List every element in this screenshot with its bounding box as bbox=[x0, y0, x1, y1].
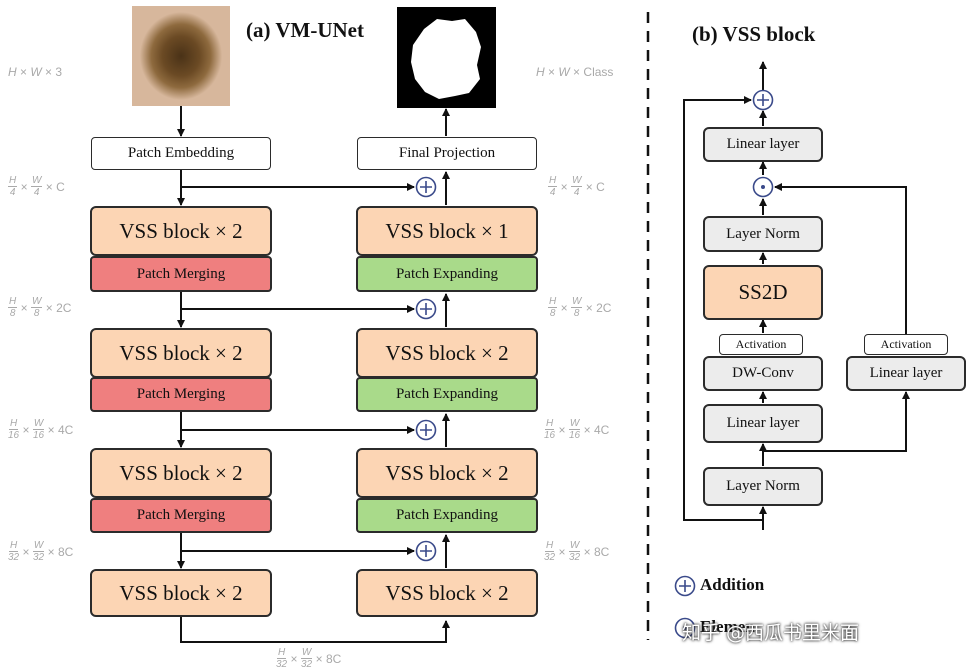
encoder-vss-block-4: VSS block × 2 bbox=[90, 569, 272, 617]
addition-icon bbox=[415, 176, 437, 198]
watermark-text: 知乎 @西瓜书里米面 bbox=[682, 622, 860, 644]
encoder-vss-block-1: VSS block × 2 bbox=[90, 206, 272, 256]
decoder-vss-block-4: VSS block × 2 bbox=[356, 569, 538, 617]
output-mask-image bbox=[397, 7, 496, 108]
vss-block-title: (b) VSS block bbox=[692, 22, 816, 46]
activation-left: Activation bbox=[719, 334, 803, 355]
patch-expanding-3: Patch Expanding bbox=[356, 498, 538, 533]
patch-merging-2: Patch Merging bbox=[90, 377, 272, 412]
legend-multiplication-label: Elemen bbox=[700, 617, 755, 636]
linear-layer-top: Linear layer bbox=[703, 127, 823, 162]
decoder-vss-block-2: VSS block × 2 bbox=[356, 328, 538, 378]
patch-expanding-1: Patch Expanding bbox=[356, 256, 538, 292]
patch-expanding-2: Patch Expanding bbox=[356, 377, 538, 412]
addition-icon bbox=[415, 419, 437, 441]
legend-addition-label: Addition bbox=[700, 575, 765, 594]
linear-layer-left: Linear layer bbox=[703, 404, 823, 443]
linear-layer-right: Linear layer bbox=[846, 356, 966, 391]
encoder-vss-block-2: VSS block × 2 bbox=[90, 328, 272, 378]
input-skin-lesion-image bbox=[132, 6, 230, 106]
dim-input: H × W × 3 bbox=[8, 65, 63, 79]
patch-merging-1: Patch Merging bbox=[90, 256, 272, 292]
layer-norm-bottom: Layer Norm bbox=[703, 467, 823, 506]
decoder-vss-block-1: VSS block × 1 bbox=[356, 206, 538, 256]
ss2d-box: SS2D bbox=[703, 265, 823, 320]
activation-right: Activation bbox=[864, 334, 948, 355]
vm-unet-title: (a) VM-UNet bbox=[246, 18, 364, 42]
legend-addition-icon bbox=[674, 575, 696, 597]
encoder-vss-block-3: VSS block × 2 bbox=[90, 448, 272, 498]
addition-icon bbox=[752, 89, 774, 111]
dim-output: H × W × Class bbox=[536, 65, 614, 79]
dw-conv-box: DW-Conv bbox=[703, 356, 823, 391]
multiplication-icon bbox=[752, 176, 774, 198]
patch-merging-3: Patch Merging bbox=[90, 498, 272, 533]
layer-norm-upper: Layer Norm bbox=[703, 216, 823, 252]
addition-icon bbox=[415, 540, 437, 562]
final-projection-box: Final Projection bbox=[357, 137, 537, 170]
addition-icon bbox=[415, 298, 437, 320]
patch-embedding-box: Patch Embedding bbox=[91, 137, 271, 170]
legend-multiplication-icon bbox=[674, 617, 696, 639]
decoder-vss-block-3: VSS block × 2 bbox=[356, 448, 538, 498]
